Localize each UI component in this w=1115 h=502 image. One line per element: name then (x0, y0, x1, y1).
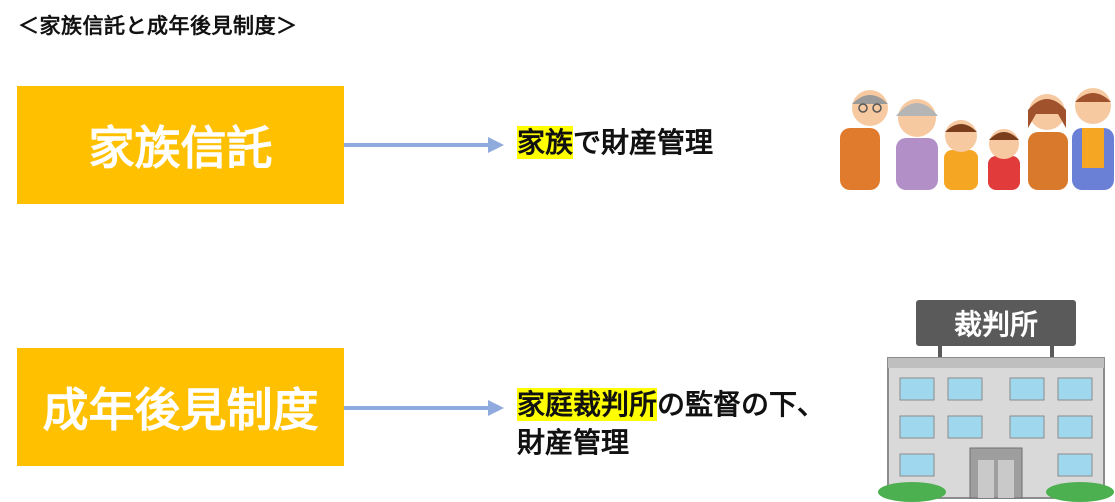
family-trust-label: 家族信託 (88, 121, 273, 175)
guardianship-description: 家庭裁判所の監督の下、 財産管理 (517, 386, 825, 462)
guardianship-desc-line2: 財産管理 (517, 426, 630, 459)
court-sign-text: 裁判所 (954, 308, 1038, 341)
family-trust-description: 家族で財産管理 (517, 124, 713, 162)
family-illustration-icon (840, 88, 1114, 190)
family-trust-box: 家族信託 (17, 86, 344, 204)
guardianship-label: 成年後見制度 (42, 383, 319, 437)
family-highlight: 家族 (517, 126, 574, 159)
page-title: ＜家族信託と成年後見制度＞ (18, 14, 298, 38)
guardianship-arrow (344, 400, 504, 416)
courthouse-illustration-icon: 裁判所 (878, 300, 1114, 502)
guardianship-desc-rest: の監督の下、 (657, 388, 826, 421)
family-trust-arrow (344, 137, 504, 153)
family-desc-rest: で財産管理 (573, 126, 714, 159)
guardianship-box: 成年後見制度 (17, 348, 344, 466)
court-highlight: 家庭裁判所 (517, 388, 658, 421)
